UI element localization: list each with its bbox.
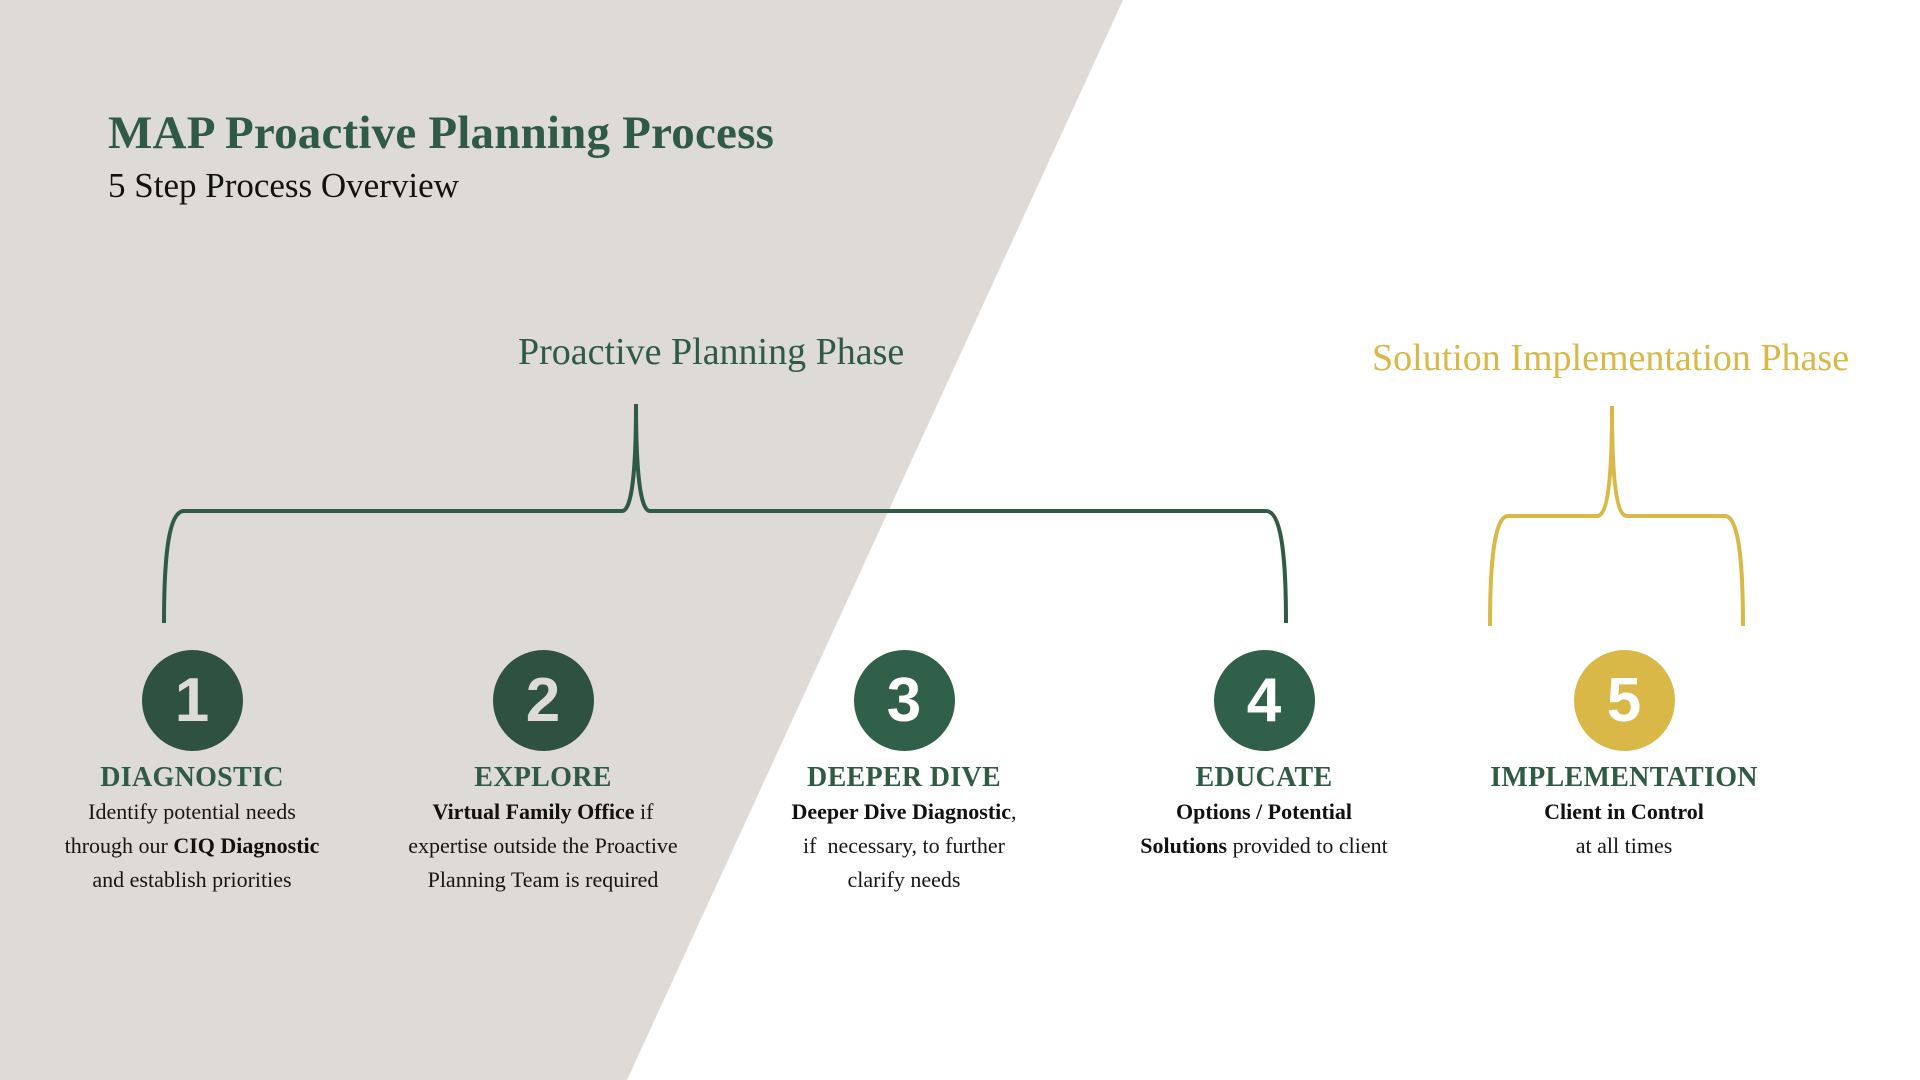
step-description-line: Solutions provided to client: [1094, 829, 1434, 863]
step-description-line: Options / Potential: [1094, 795, 1434, 829]
emphasized-text: Options / Potential: [1175, 799, 1352, 824]
emphasized-text: Solutions: [1140, 833, 1228, 858]
description-text: clarify needs: [847, 867, 961, 892]
step-description-line: expertise outside the Proactive: [373, 829, 713, 863]
step-description-line: Planning Team is required: [373, 863, 713, 897]
step-number-badge: 3: [853, 650, 955, 751]
emphasized-text: Deeper Dive Diagnostic: [791, 799, 1012, 824]
description-text: ,: [1011, 799, 1017, 824]
step-description-line: Client in Control: [1454, 795, 1794, 829]
step-number-badge: 5: [1573, 650, 1675, 751]
proactive-planning-phase-label: Proactive Planning Phase: [518, 331, 905, 373]
step-description-line: Virtual Family Office if: [373, 795, 713, 829]
step-title: EDUCATE: [1195, 762, 1333, 793]
page-title: MAP Proactive Planning Process: [108, 107, 775, 159]
step-title: DIAGNOSTIC: [100, 762, 284, 793]
step-number-badge: 1: [141, 650, 243, 751]
step-title: IMPLEMENTATION: [1490, 762, 1758, 793]
step-description-line: if necessary, to further: [734, 829, 1074, 863]
step-number-badge: 4: [1213, 650, 1315, 751]
diagonal-gray-panel: [0, 0, 1123, 1080]
description-text: Identify potential needs: [88, 799, 296, 824]
step-description-line: at all times: [1454, 829, 1794, 863]
description-text: if: [634, 799, 654, 824]
emphasized-text: Client in Control: [1544, 799, 1704, 824]
step-description-line: through our CIQ Diagnostic: [22, 829, 362, 863]
solution-implementation-phase-label: Solution Implementation Phase: [1372, 337, 1850, 379]
step-title: DEEPER DIVE: [807, 762, 1001, 793]
step-description-line: Deeper Dive Diagnostic,: [734, 795, 1074, 829]
description-text: expertise outside the Proactive: [408, 833, 678, 858]
step-description-line: Identify potential needs: [22, 795, 362, 829]
step-title: EXPLORE: [474, 762, 612, 793]
proactive-phase-brace: [162, 403, 1288, 624]
description-text: through our: [64, 833, 174, 858]
step-number-badge: 2: [492, 650, 594, 751]
description-text: at all times: [1575, 833, 1673, 858]
implementation-phase-brace: [1488, 405, 1745, 627]
description-text: and establish priorities: [92, 867, 292, 892]
emphasized-text: CIQ Diagnostic: [173, 833, 320, 858]
step-description-line: and establish priorities: [22, 863, 362, 897]
description-text: Planning Team is required: [427, 867, 659, 892]
step-description-line: clarify needs: [734, 863, 1074, 897]
page-subtitle: 5 Step Process Overview: [108, 166, 459, 205]
emphasized-text: Virtual Family Office: [432, 799, 635, 824]
description-text: provided to client: [1227, 833, 1388, 858]
description-text: if necessary, to further: [803, 833, 1005, 858]
